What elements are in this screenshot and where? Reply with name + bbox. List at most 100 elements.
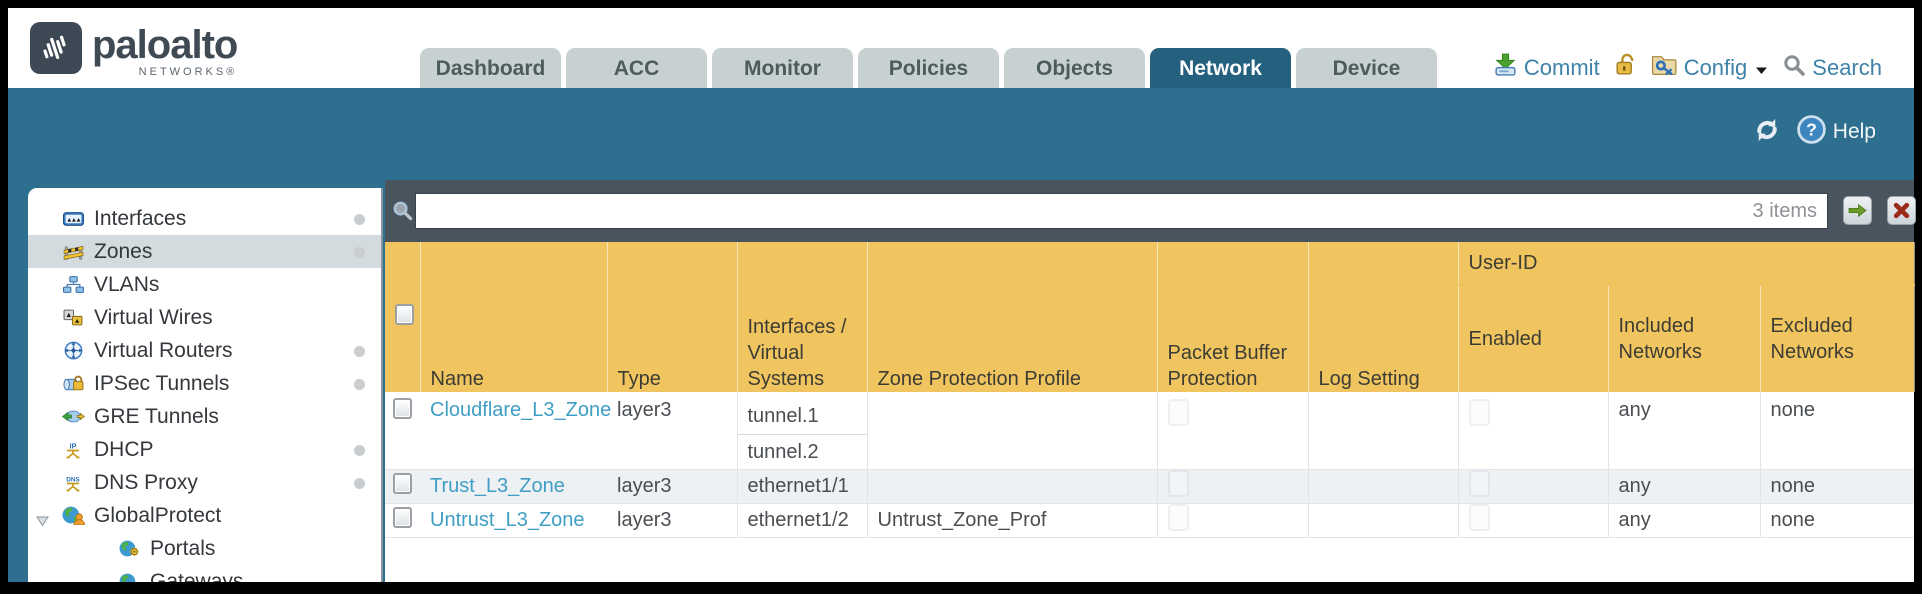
status-dot bbox=[354, 379, 365, 390]
svg-text:DNS: DNS bbox=[66, 476, 80, 483]
config-menu[interactable]: Config bbox=[1651, 52, 1769, 83]
tab-objects[interactable]: Objects bbox=[1004, 48, 1145, 88]
lock-button[interactable] bbox=[1614, 52, 1637, 83]
row-checkbox[interactable] bbox=[393, 398, 412, 419]
commit-label: Commit bbox=[1523, 54, 1600, 80]
sidebar-item-virtual-routers[interactable]: Virtual Routers bbox=[28, 334, 381, 367]
search-button[interactable]: Search bbox=[1782, 53, 1882, 83]
user-id-enabled-cell bbox=[1458, 392, 1609, 470]
user-id-enabled-checkbox[interactable] bbox=[1468, 399, 1490, 426]
packet-buffer-checkbox[interactable] bbox=[1167, 399, 1189, 426]
zones-icon bbox=[60, 244, 86, 260]
log-setting-cell bbox=[1308, 469, 1459, 504]
column-header-name[interactable]: Name bbox=[420, 242, 608, 392]
column-header-log-setting[interactable]: Log Setting bbox=[1308, 242, 1459, 392]
sidebar-item-label: IPSec Tunnels bbox=[94, 371, 230, 395]
interfaces-icon bbox=[60, 211, 86, 226]
paloalto-logo: paloalto NETWORKS® bbox=[30, 22, 238, 78]
type-cell: layer3 bbox=[607, 469, 738, 504]
sidebar-item-zones[interactable]: Zones bbox=[28, 235, 381, 268]
sidebar-item-label: Virtual Routers bbox=[94, 338, 233, 362]
column-header-included-networks[interactable]: Included Networks bbox=[1608, 285, 1761, 392]
sidebar-item-interfaces[interactable]: Interfaces bbox=[28, 202, 381, 235]
commit-button[interactable]: Commit bbox=[1493, 52, 1600, 83]
user-id-enabled-checkbox[interactable] bbox=[1468, 504, 1490, 531]
column-header-interfaces[interactable]: Interfaces / Virtual Systems bbox=[737, 242, 868, 392]
select-all-checkbox[interactable] bbox=[395, 303, 414, 325]
sidebar-item-portals[interactable]: Portals bbox=[28, 532, 381, 565]
column-header-packet-buffer-protection[interactable]: Packet Buffer Protection bbox=[1157, 242, 1309, 392]
user-id-group-header: User-ID bbox=[1458, 242, 1915, 286]
status-dot bbox=[354, 478, 365, 489]
virtual-wires-icon bbox=[60, 309, 86, 326]
header-utilities: Commit bbox=[1493, 52, 1882, 83]
zone-name-link[interactable]: Untrust_L3_Zone bbox=[430, 509, 585, 531]
help-icon[interactable]: ? bbox=[1796, 114, 1827, 150]
brand-subtext: NETWORKS® bbox=[138, 66, 238, 78]
column-header-type[interactable]: Type bbox=[607, 242, 738, 392]
excluded-networks-cell: none bbox=[1760, 503, 1915, 538]
apply-filter-button[interactable] bbox=[1843, 196, 1872, 225]
user-id-enabled-cell bbox=[1458, 503, 1609, 538]
user-id-enabled-cell bbox=[1458, 469, 1609, 504]
row-select-cell bbox=[385, 392, 420, 470]
collapse-triangle-icon[interactable] bbox=[36, 509, 49, 533]
row-checkbox[interactable] bbox=[393, 507, 412, 528]
items-count-label: 3 items bbox=[1752, 199, 1817, 222]
sidebar-item-label: Gateways bbox=[150, 569, 244, 583]
zone-name-cell: Cloudflare_L3_Zone bbox=[420, 392, 611, 470]
ipsec-tunnels-icon bbox=[60, 375, 86, 392]
log-setting-cell bbox=[1308, 503, 1459, 538]
packet-buffer-protection-cell bbox=[1157, 503, 1309, 538]
config-label: Config bbox=[1683, 54, 1748, 80]
included-networks-cell: any bbox=[1608, 469, 1761, 504]
tab-policies[interactable]: Policies bbox=[858, 48, 999, 88]
sidebar-item-gateways[interactable]: Gateways bbox=[28, 565, 381, 582]
sidebar-item-label: GRE Tunnels bbox=[94, 404, 219, 428]
globalprotect-icon bbox=[60, 506, 86, 525]
help-label[interactable]: Help bbox=[1832, 120, 1876, 143]
sidebar-item-label: DNS Proxy bbox=[94, 470, 198, 494]
packet-buffer-checkbox[interactable] bbox=[1167, 504, 1189, 531]
zone-name-cell: Trust_L3_Zone bbox=[420, 469, 607, 504]
table-row: Untrust_L3_Zone layer3 ethernet1/2 Untru… bbox=[385, 503, 1915, 538]
zone-name-link[interactable]: Cloudflare_L3_Zone bbox=[430, 399, 612, 421]
column-header-excluded-networks[interactable]: Excluded Networks bbox=[1760, 285, 1915, 392]
clear-filter-button[interactable] bbox=[1887, 196, 1916, 225]
sidebar-item-gre-tunnels[interactable]: GRE Tunnels bbox=[28, 400, 381, 433]
filter-field: 3 items bbox=[415, 193, 1828, 229]
column-header-zone-protection-profile[interactable]: Zone Protection Profile bbox=[867, 242, 1158, 392]
virtual-routers-icon bbox=[60, 341, 86, 360]
sidebar-item-vlans[interactable]: VLANs bbox=[28, 268, 381, 301]
paloalto-logo-icon bbox=[30, 22, 82, 74]
sidebar-item-globalprotect[interactable]: GlobalProtect bbox=[28, 499, 381, 532]
tab-dashboard[interactable]: Dashboard bbox=[420, 48, 561, 88]
top-bar: paloalto NETWORKS® Dashboard ACC Monitor… bbox=[8, 8, 1914, 88]
row-checkbox[interactable] bbox=[393, 473, 412, 494]
zone-name-link[interactable]: Trust_L3_Zone bbox=[430, 475, 565, 497]
vlans-icon bbox=[60, 276, 86, 293]
sidebar-item-virtual-wires[interactable]: Virtual Wires bbox=[28, 301, 381, 334]
table-row: Trust_L3_Zone layer3 ethernet1/1 any non… bbox=[385, 469, 1915, 504]
zone-name-cell: Untrust_L3_Zone bbox=[420, 503, 607, 538]
excluded-networks-cell: none bbox=[1760, 469, 1915, 504]
sidebar-item-dns-proxy[interactable]: DNS DNS Proxy bbox=[28, 466, 381, 499]
tab-device[interactable]: Device bbox=[1296, 48, 1437, 88]
tab-acc[interactable]: ACC bbox=[566, 48, 707, 88]
sidebar-item-ipsec-tunnels[interactable]: IPSec Tunnels bbox=[28, 367, 381, 400]
tab-monitor[interactable]: Monitor bbox=[712, 48, 853, 88]
interfaces-cell: tunnel.1 tunnel.2 bbox=[737, 392, 868, 470]
sidebar-item-dhcp[interactable]: IP DHCP bbox=[28, 433, 381, 466]
refresh-icon[interactable] bbox=[1752, 115, 1782, 150]
column-header-enabled[interactable]: Enabled bbox=[1458, 285, 1609, 392]
packet-buffer-protection-cell bbox=[1157, 392, 1309, 470]
user-id-enabled-checkbox[interactable] bbox=[1468, 470, 1490, 497]
type-cell: layer3 bbox=[607, 503, 738, 538]
zones-content: 3 items bbox=[385, 180, 1916, 582]
tab-network[interactable]: Network bbox=[1150, 48, 1291, 88]
sidebar-item-label: Virtual Wires bbox=[94, 305, 213, 329]
packet-buffer-checkbox[interactable] bbox=[1167, 470, 1189, 497]
network-sidebar: Interfaces Zones bbox=[28, 188, 383, 582]
commit-icon bbox=[1493, 52, 1518, 83]
filter-input[interactable] bbox=[416, 195, 1753, 227]
